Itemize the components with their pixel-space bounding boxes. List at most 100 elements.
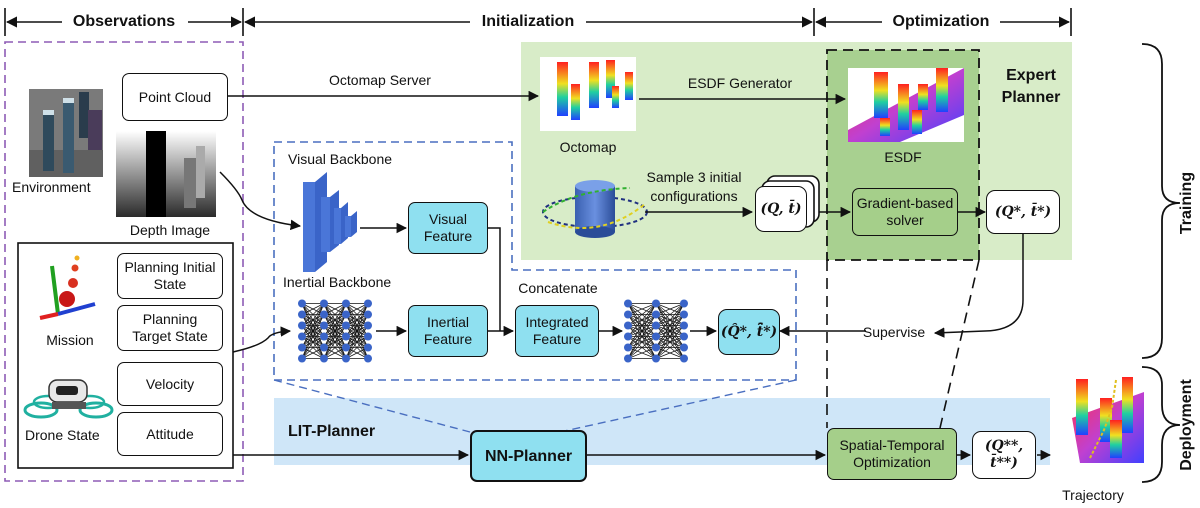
network-node xyxy=(624,343,632,352)
final-config-box: (Q**, t̄**) xyxy=(972,431,1036,479)
network-edge xyxy=(655,303,685,326)
network-node xyxy=(342,321,350,330)
supervise-label: Supervise xyxy=(862,324,926,340)
network-edge xyxy=(345,303,369,326)
network-node xyxy=(298,299,306,308)
drone-state-label: Drone State xyxy=(25,427,100,443)
network-node xyxy=(320,343,328,352)
network-edge xyxy=(323,303,347,326)
lit-planner-label: LIT-Planner xyxy=(288,423,376,440)
network-node xyxy=(652,299,660,308)
network-node xyxy=(680,299,688,308)
esdf-label: ESDF xyxy=(884,149,922,165)
network-edge xyxy=(323,303,347,315)
nn-planner-box: NN-Planner xyxy=(470,430,587,482)
cylinder-sampling-icon xyxy=(542,180,648,238)
planning-initial-state-box: Planning Initial State xyxy=(117,253,223,299)
label-deployment: Deployment xyxy=(1178,379,1195,471)
octomap-render-icon xyxy=(540,57,636,131)
network-node xyxy=(342,299,350,308)
network-edge xyxy=(345,303,369,315)
network-edge xyxy=(345,303,369,337)
inertial-feature-box: Inertial Feature xyxy=(408,305,488,357)
predicted-config-box: (Q̂*, t̄̂*) xyxy=(718,309,780,355)
network-edge xyxy=(655,303,685,359)
trajectory-render-icon xyxy=(1072,377,1144,463)
projection-lines xyxy=(273,379,797,433)
network-node xyxy=(624,332,632,341)
expert-planner-title: Expert Planner xyxy=(1001,67,1061,106)
concatenate-label: Concatenate xyxy=(518,280,598,296)
network-node xyxy=(652,354,660,363)
network-node xyxy=(680,310,688,319)
network-edge xyxy=(655,347,685,359)
octomap-server-label: Octomap Server xyxy=(329,72,431,88)
network-edge xyxy=(627,303,657,326)
network-edge xyxy=(655,336,685,359)
planning-target-state-box: Planning Target State xyxy=(117,305,223,351)
network-edge xyxy=(323,303,347,359)
environment-render-icon xyxy=(29,89,103,177)
gradient-solver-box: Gradient-based solver xyxy=(852,188,958,236)
network-node xyxy=(680,354,688,363)
network-node xyxy=(652,321,660,330)
network-node xyxy=(298,343,306,352)
trajectory-label: Trajectory xyxy=(1062,487,1124,503)
network-node xyxy=(652,343,660,352)
network-edge xyxy=(323,303,347,337)
esdf-render-icon xyxy=(848,68,964,142)
sample-configs-label: Sample 3 initial configurations xyxy=(646,169,742,204)
esdf-generator-label: ESDF Generator xyxy=(687,75,793,91)
point-cloud-box: Point Cloud xyxy=(122,73,228,121)
network-edge xyxy=(627,303,657,348)
network-node xyxy=(652,332,660,341)
visual-backbone-icon xyxy=(303,172,357,272)
network-node xyxy=(364,310,372,319)
network-edge xyxy=(627,303,657,337)
network-node xyxy=(320,299,328,308)
visual-feature-box: Visual Feature xyxy=(408,202,488,254)
network-edge xyxy=(301,303,325,359)
network-edge xyxy=(323,314,347,359)
network-edge xyxy=(627,336,657,359)
network-node xyxy=(624,299,632,308)
network-edge xyxy=(627,303,657,359)
flow-arrows xyxy=(219,90,1052,461)
network-node xyxy=(342,332,350,341)
network-node xyxy=(320,332,328,341)
network-node xyxy=(624,321,632,330)
network-node xyxy=(342,310,350,319)
network-edge xyxy=(345,336,369,359)
header-optimization: Optimization xyxy=(892,13,990,30)
section-header-arrows xyxy=(4,8,1072,36)
network-edge xyxy=(627,325,657,359)
attitude-box: Attitude xyxy=(117,412,223,456)
optimal-config-box: (Q*, t̄*) xyxy=(986,190,1060,234)
network-node xyxy=(680,321,688,330)
environment-label: Environment xyxy=(12,179,91,195)
network-edge xyxy=(627,303,657,315)
network-node xyxy=(364,299,372,308)
depth-image-label: Depth Image xyxy=(129,222,211,238)
visual-backbone-label: Visual Backbone xyxy=(288,151,393,167)
network-node xyxy=(680,332,688,341)
network-node xyxy=(342,343,350,352)
observations-frame xyxy=(4,41,244,482)
velocity-box: Velocity xyxy=(117,362,223,406)
network-edge xyxy=(655,303,685,315)
network-node xyxy=(364,343,372,352)
network-node xyxy=(298,310,306,319)
network-edge xyxy=(301,303,325,315)
inertial-backbone-label: Inertial Backbone xyxy=(283,274,392,290)
network-node xyxy=(298,321,306,330)
network-node xyxy=(364,354,372,363)
spatial-temporal-box: Spatial-Temporal Optimization xyxy=(827,428,957,480)
network-node xyxy=(298,354,306,363)
network-node xyxy=(624,310,632,319)
label-training: Training xyxy=(1178,171,1195,235)
optimization-projection-lines xyxy=(826,259,980,429)
mission-label: Mission xyxy=(46,332,94,348)
network-edge xyxy=(301,325,325,359)
network-edge xyxy=(627,314,657,359)
